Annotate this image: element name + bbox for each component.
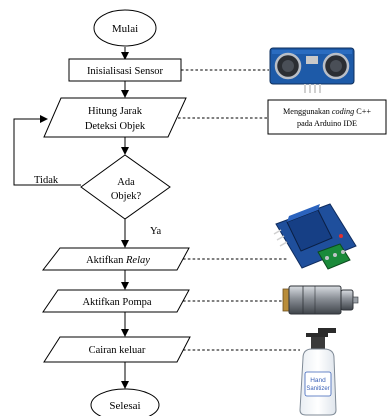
start-terminal <box>93 9 157 47</box>
relay-module-picture <box>273 203 357 270</box>
relay-label-italic: Relay <box>125 255 150 266</box>
init-label: Inisialisasi Sensor <box>87 66 164 77</box>
coding-note-suffix: C++ <box>354 107 371 116</box>
pump-io-box <box>42 289 190 313</box>
hand-sanitizer-bottle-picture: Hand Sanitizer <box>299 328 337 416</box>
relay-io-box <box>41 247 190 271</box>
output-io-box <box>43 336 191 363</box>
end-terminal <box>90 388 160 416</box>
relay-label: Aktifkan Relay <box>86 255 150 266</box>
measure-label-line2: Deteksi Objek <box>85 121 146 132</box>
decision-diamond <box>80 154 171 220</box>
coding-note-line1: Menggunakan coding C++ <box>283 107 371 116</box>
relay-label-prefix: Aktifkan <box>86 255 126 266</box>
measure-label-line1: Hitung Jarak <box>88 106 143 117</box>
ultrasonic-sensor-picture <box>269 47 355 93</box>
output-label: Cairan keluar <box>89 345 146 356</box>
end-label: Selesai <box>109 400 140 412</box>
yes-branch-label: Ya <box>150 226 162 237</box>
decision-label-line1: Ada <box>117 177 135 188</box>
measure-io-box <box>43 97 187 138</box>
loop-back-no-arrow <box>13 115 81 186</box>
bottle-label-line2: Sanitizer <box>306 386 329 392</box>
start-label: Mulai <box>112 23 138 35</box>
coding-note-line2: pada Arduino IDE <box>297 119 357 128</box>
coding-note-box <box>267 99 387 135</box>
no-branch-label: Tidak <box>34 175 59 186</box>
coding-note-prefix: Menggunakan <box>283 107 332 116</box>
bottle-label-line1: Hand <box>310 377 326 384</box>
dc-pump-motor-picture <box>282 285 359 315</box>
decision-label-line2: Objek? <box>111 191 142 202</box>
coding-note-italic: coding <box>332 107 354 116</box>
pump-label: Aktifkan Pompa <box>82 297 151 308</box>
